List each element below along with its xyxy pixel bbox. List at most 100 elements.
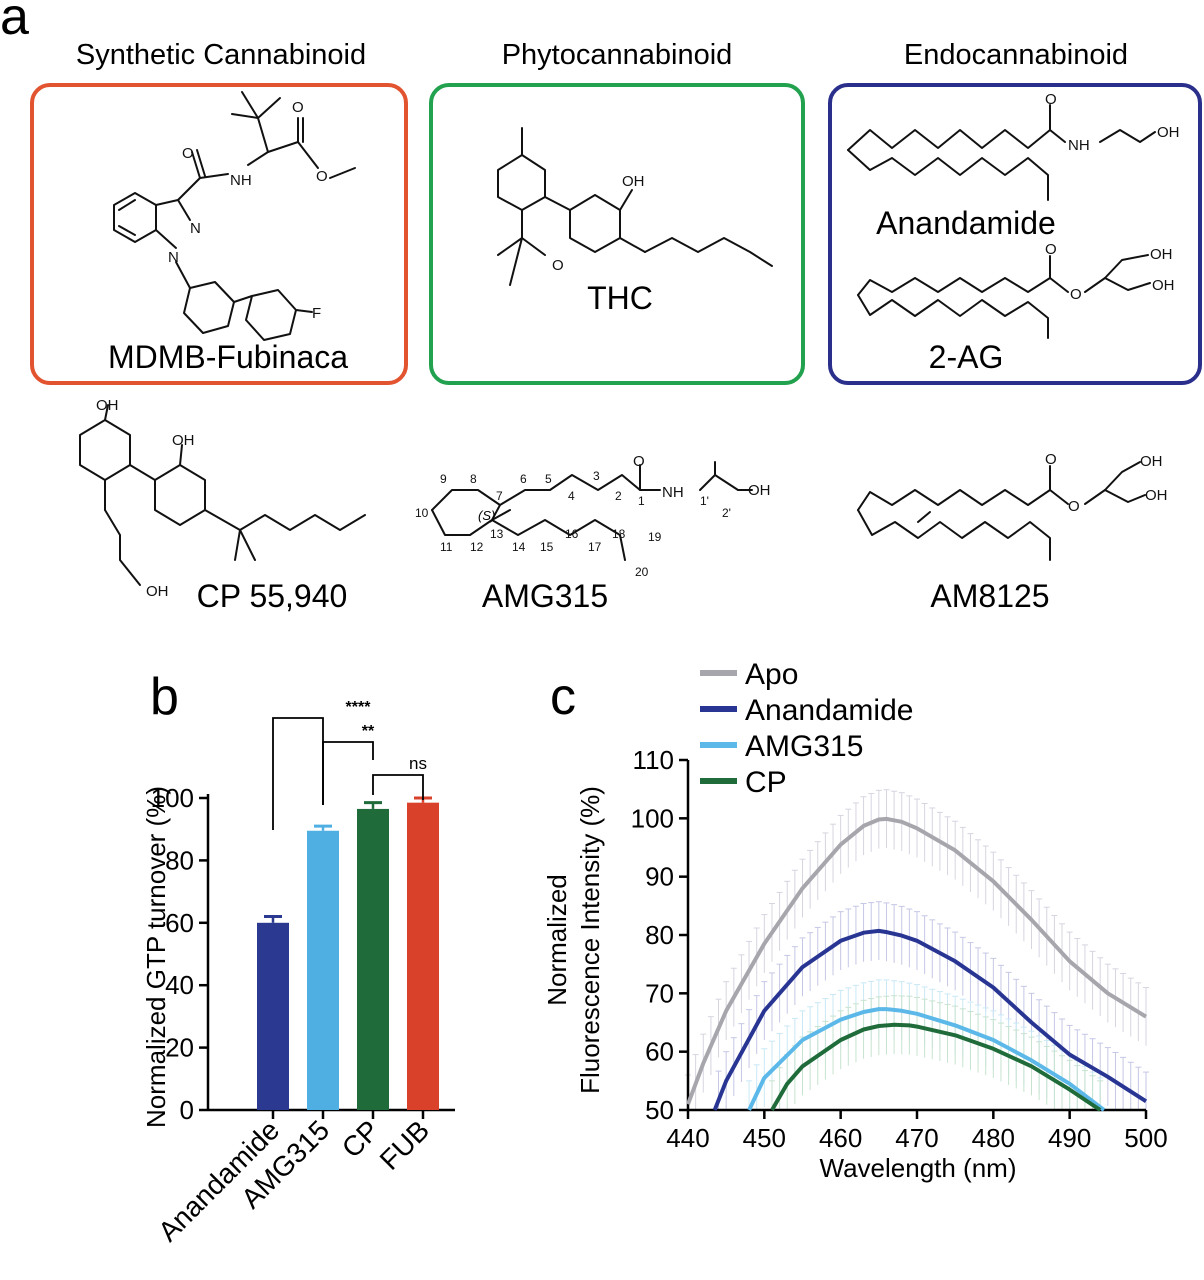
significance-label: ** <box>362 723 375 740</box>
svg-text:12: 12 <box>470 540 484 554</box>
compound-am8125: AM8125 O O OH OH <box>857 451 1168 614</box>
x-tick-label: 490 <box>1048 1123 1091 1153</box>
atom-o-thc: O <box>552 257 564 274</box>
atom-o-mdmb-1: O <box>182 145 194 162</box>
y-axis-label-line-1: Normalized <box>542 874 572 1006</box>
significance-bracket <box>372 774 424 800</box>
class-phyto: Phytocannabinoid THC OH O <box>429 39 805 385</box>
compound-name-am8125: AM8125 <box>930 578 1049 614</box>
svg-text:2': 2' <box>722 506 731 520</box>
bar-amg315 <box>307 830 339 1110</box>
svg-text:5: 5 <box>545 472 552 486</box>
x-tick-label: 480 <box>972 1123 1015 1153</box>
y-tick-label: 70 <box>645 978 674 1008</box>
compound-name-anandamide: Anandamide <box>876 205 1056 241</box>
x-tick-label: 470 <box>895 1123 938 1153</box>
x-tick-label: 460 <box>819 1123 862 1153</box>
atom-o-am8125-1: O <box>1045 451 1057 468</box>
panel-label-a: a <box>0 0 29 46</box>
bar-anandamide <box>257 922 289 1110</box>
class-synthetic: Synthetic Cannabinoid MDMB-Fubinaca NH O <box>30 39 408 385</box>
compound-name-thc: THC <box>587 280 653 316</box>
svg-text:13: 13 <box>490 527 504 541</box>
y-tick-label: 60 <box>645 1037 674 1067</box>
y-tick-label: 40 <box>165 970 194 1000</box>
class-title-endo: Endocannabinoid <box>904 39 1128 71</box>
atom-oh-thc: OH <box>622 173 645 190</box>
atom-nh-amg315: NH <box>662 484 684 501</box>
compound-amg315: AMG315 1 2 3 4 5 6 7 8 9 10 11 12 13 14 … <box>415 453 771 614</box>
atom-f-mdmb: F <box>312 305 321 322</box>
atom-oh-cp-3: OH <box>146 583 169 600</box>
atom-oh-cp-1: OH <box>96 397 119 414</box>
structure-mdmb-fubinaca <box>113 91 356 341</box>
y-tick-label: 100 <box>631 803 674 833</box>
svg-text:20: 20 <box>635 565 649 579</box>
structure-am8125 <box>857 461 1146 561</box>
y-tick-label: 60 <box>165 908 194 938</box>
significance-label: ns <box>409 754 427 773</box>
x-tick-label: 450 <box>743 1123 786 1153</box>
atom-oh-cp-2: OH <box>172 432 195 449</box>
y-tick-label: 100 <box>151 783 194 813</box>
svg-text:8: 8 <box>470 472 477 486</box>
class-box-synthetic <box>30 83 408 385</box>
svg-text:15: 15 <box>540 540 554 554</box>
y-axis-label-line-2: Fluorescence Intensity (%) <box>575 786 605 1094</box>
svg-text:19: 19 <box>648 530 662 544</box>
structure-cp55940 <box>79 404 366 586</box>
atom-oh-am8125-1: OH <box>1140 453 1163 470</box>
atom-o-anandamide: O <box>1045 91 1057 108</box>
bar-chart-gtp-turnover: Normalized GTP turnover (%) 020406080100… <box>141 699 455 1247</box>
y-tick-label: 20 <box>165 1033 194 1063</box>
atom-o-mdmb-2: O <box>292 99 304 116</box>
svg-text:7: 7 <box>496 489 503 503</box>
class-endo: Endocannabinoid Anandamide 2-AG O NH OH … <box>828 39 1202 385</box>
svg-text:17: 17 <box>588 540 602 554</box>
compound-name-2ag: 2-AG <box>929 339 1004 375</box>
significance-label: **** <box>346 699 372 716</box>
atom-o-2ag-2: O <box>1070 286 1082 303</box>
compound-name-cp55940: CP 55,940 <box>197 578 348 614</box>
atom-stereo-s: (S) <box>478 508 495 523</box>
svg-text:4: 4 <box>568 489 575 503</box>
legend-label-apo: Apo <box>745 658 798 691</box>
y-tick-label: 110 <box>633 745 674 775</box>
bar-fub <box>407 802 439 1110</box>
compound-cp55940: CP 55,940 OH OH OH <box>79 397 366 614</box>
atom-oh-anandamide: OH <box>1157 124 1180 141</box>
x-axis-label: Wavelength (nm) <box>820 1153 1017 1183</box>
atom-oh-2ag-1: OH <box>1150 246 1173 263</box>
atom-o-mdmb-3: O <box>316 168 328 185</box>
atom-o-2ag-1: O <box>1045 241 1057 258</box>
y-tick-label: 80 <box>165 845 194 875</box>
svg-text:2: 2 <box>615 489 622 503</box>
panel-label-c: c <box>550 668 576 726</box>
bar-cp <box>357 808 389 1110</box>
amg315-numbers: 1 2 3 4 5 6 7 8 9 10 11 12 13 14 15 16 1… <box>415 469 731 579</box>
atom-oh-am8125-2: OH <box>1145 487 1168 504</box>
significance-bracket <box>322 741 374 805</box>
svg-text:1': 1' <box>700 494 709 508</box>
svg-text:18: 18 <box>612 527 626 541</box>
x-tick-label: 440 <box>666 1123 709 1153</box>
x-tick-label-fub: FUB <box>374 1114 436 1176</box>
atom-nh-mdmb: NH <box>230 172 252 189</box>
significance-bracket <box>272 717 324 830</box>
compound-name-amg315: AMG315 <box>482 578 608 614</box>
structure-anandamide <box>847 104 1156 201</box>
legend-label-amg315: AMG315 <box>745 730 863 763</box>
series-line-apo <box>686 816 1148 1105</box>
y-axis-label: Normalized GTP turnover (%) <box>141 786 171 1128</box>
y-tick-label: 50 <box>645 1095 674 1125</box>
structure-amg315 <box>431 461 753 561</box>
panel-label-b: b <box>150 668 179 726</box>
atom-oh-2ag-2: OH <box>1152 277 1175 294</box>
svg-text:6: 6 <box>520 472 527 486</box>
svg-text:10: 10 <box>415 506 429 520</box>
atom-n-mdmb-1: N <box>190 220 201 237</box>
class-box-phyto <box>429 83 805 385</box>
svg-text:11: 11 <box>440 540 453 554</box>
svg-text:16: 16 <box>565 527 579 541</box>
